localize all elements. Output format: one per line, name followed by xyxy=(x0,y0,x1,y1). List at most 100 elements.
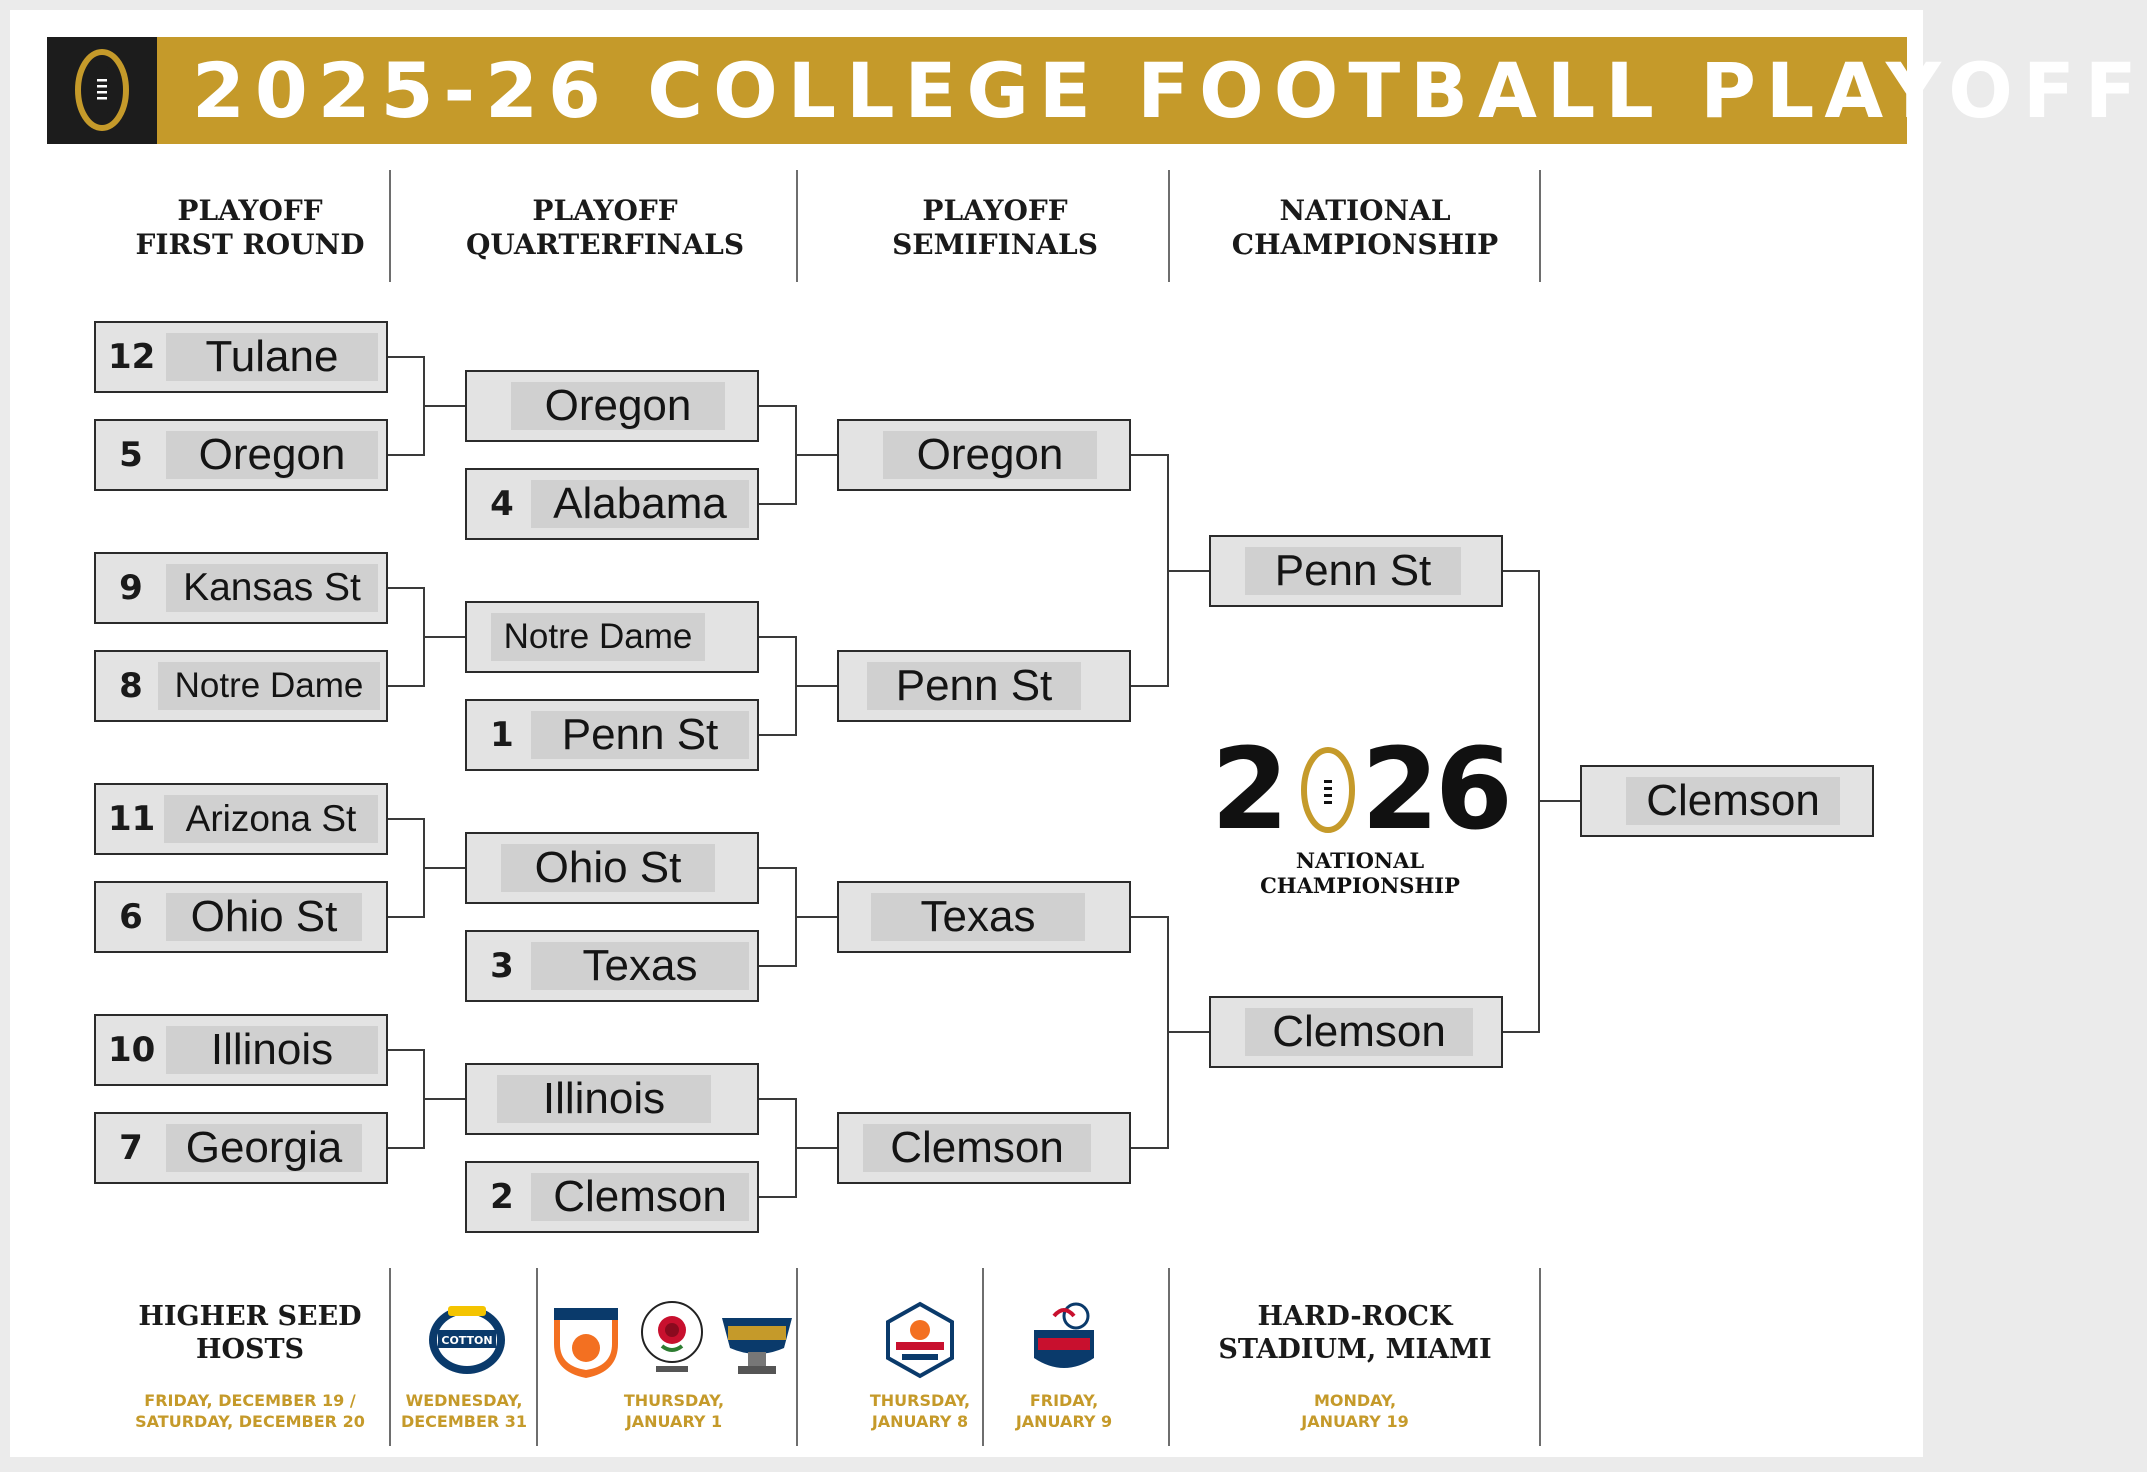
team-name: Notre Dame xyxy=(158,662,380,710)
column-divider xyxy=(1168,170,1170,282)
team-slot-first-round: 10 Illinois xyxy=(94,1014,388,1086)
cotton-bowl-logo-icon: COTTON xyxy=(429,1306,505,1374)
team-slot-quarterfinal: 1 Penn St xyxy=(465,699,759,771)
team-name: Penn St xyxy=(531,711,749,759)
seed-number: 7 xyxy=(119,1128,143,1168)
round-header-semifinals: PLAYOFF SEMIFINALS xyxy=(892,194,1098,261)
team-slot-first-round: 11 Arizona St xyxy=(94,783,388,855)
team-name: Arizona St xyxy=(164,795,378,843)
host-date: FRIDAY, DECEMBER 19 / SATURDAY, DECEMBER… xyxy=(135,1391,365,1431)
orange-bowl-logo-icon xyxy=(554,1308,618,1378)
team-slot-first-round: 5 Oregon xyxy=(94,419,388,491)
team-name: Georgia xyxy=(166,1124,362,1172)
semifinal-date-b: FRIDAY, JANUARY 9 xyxy=(1015,1391,1113,1431)
team-slot-quarterfinal: Oregon xyxy=(465,370,759,442)
team-slot-semifinal: Penn St xyxy=(837,650,1131,722)
team-name: Clemson xyxy=(1245,1008,1473,1056)
final-date: MONDAY, JANUARY 19 xyxy=(1301,1391,1409,1431)
round-header-championship: NATIONAL CHAMPIONSHIP xyxy=(1231,194,1499,261)
year-digit-left: 2 xyxy=(1211,725,1289,855)
team-slot-quarterfinal: Ohio St xyxy=(465,832,759,904)
team-name: Alabama xyxy=(531,480,749,528)
team-name: Oregon xyxy=(883,431,1097,479)
team-slot-quarterfinal: 2 Clemson xyxy=(465,1161,759,1233)
sugar-bowl-logo-icon xyxy=(722,1318,792,1374)
team-slot-semifinal: Clemson xyxy=(837,1112,1131,1184)
team-slot-quarterfinal: 4 Alabama xyxy=(465,468,759,540)
team-slot-semifinal: Texas xyxy=(837,881,1131,953)
host-title: HIGHER SEED HOSTS xyxy=(138,1301,362,1365)
team-slot-first-round: 6 Ohio St xyxy=(94,881,388,953)
team-slot-championship: Penn St xyxy=(1209,535,1503,607)
team-slot-champion: Clemson xyxy=(1580,765,1874,837)
team-name: Oregon xyxy=(166,431,378,479)
column-divider xyxy=(1539,170,1541,282)
page-title: 2025-26 COLLEGE FOOTBALL PLAYOFF xyxy=(192,46,2147,135)
team-name: Kansas St xyxy=(166,564,378,612)
team-slot-first-round: 8 Notre Dame xyxy=(94,650,388,722)
seed-number: 3 xyxy=(490,946,514,986)
team-name: Texas xyxy=(531,942,749,990)
team-name: Ohio St xyxy=(166,893,362,941)
team-slot-semifinal: Oregon xyxy=(837,419,1131,491)
connector-line xyxy=(387,356,425,456)
bracket-card: 2025-26 COLLEGE FOOTBALL PLAYOFF PLAYOFF… xyxy=(10,10,2137,1457)
column-divider xyxy=(796,170,798,282)
championship-logo-label: NATIONAL CHAMPIONSHIP xyxy=(1260,848,1460,898)
column-divider xyxy=(389,1268,391,1446)
team-name: Ohio St xyxy=(501,844,715,892)
team-slot-quarterfinal: 3 Texas xyxy=(465,930,759,1002)
team-name: Illinois xyxy=(497,1075,711,1123)
semifinal-date-a: THURSDAY, JANUARY 8 xyxy=(869,1391,971,1431)
team-name: Notre Dame xyxy=(491,613,705,661)
team-slot-championship: Clemson xyxy=(1209,996,1503,1068)
team-slot-quarterfinal: Illinois xyxy=(465,1063,759,1135)
team-name: Oregon xyxy=(511,382,725,430)
seed-number: 1 xyxy=(490,715,514,755)
connector-line xyxy=(759,1098,797,1198)
seed-number: 5 xyxy=(119,435,143,475)
seed-number: 8 xyxy=(119,666,143,706)
peach-bowl-logo-icon xyxy=(1034,1302,1094,1368)
column-divider xyxy=(796,1268,798,1446)
team-name: Penn St xyxy=(867,662,1081,710)
fiesta-bowl-logo-icon xyxy=(886,1301,954,1379)
team-name: Tulane xyxy=(166,333,378,381)
year-digit-right: 26 xyxy=(1361,725,1513,855)
bracket-connectors xyxy=(387,356,1580,1198)
connector-line xyxy=(387,587,425,687)
seed-number: 9 xyxy=(119,568,143,608)
seed-number: 11 xyxy=(108,799,156,839)
team-name: Clemson xyxy=(531,1173,749,1221)
team-name: Penn St xyxy=(1245,547,1461,595)
column-divider xyxy=(1539,1268,1541,1446)
seed-number: 12 xyxy=(108,337,156,377)
seed-number: 2 xyxy=(490,1177,514,1217)
team-slot-first-round: 7 Georgia xyxy=(94,1112,388,1184)
connector-line xyxy=(1131,916,1169,1149)
team-slot-quarterfinal: Notre Dame xyxy=(465,601,759,673)
column-divider xyxy=(389,170,391,282)
connector-line xyxy=(387,818,425,918)
cfp-trophy-logo-icon xyxy=(75,49,129,131)
team-slot-first-round: 9 Kansas St xyxy=(94,552,388,624)
column-divider xyxy=(982,1268,984,1446)
logo-box xyxy=(47,37,157,144)
column-divider xyxy=(1168,1268,1170,1446)
column-divider xyxy=(536,1268,538,1446)
connector-line xyxy=(1131,454,1169,687)
championship-logo: 2 26 xyxy=(1210,725,1513,890)
round-header-quarterfinals: PLAYOFF QUARTERFINALS xyxy=(465,194,745,261)
team-name: Illinois xyxy=(166,1026,378,1074)
team-name: Clemson xyxy=(863,1124,1091,1172)
connector-line xyxy=(759,636,797,736)
seed-number: 10 xyxy=(108,1030,156,1070)
quarterfinal-date-a: WEDNESDAY, DECEMBER 31 xyxy=(400,1391,528,1431)
seed-number: 4 xyxy=(490,484,514,524)
header-band: 2025-26 COLLEGE FOOTBALL PLAYOFF xyxy=(47,37,2137,144)
connector-line xyxy=(759,405,797,505)
connector-line xyxy=(759,867,797,967)
connector-line xyxy=(387,1049,425,1149)
svg-text:COTTON: COTTON xyxy=(441,1334,492,1347)
rose-bowl-logo-icon xyxy=(641,1301,703,1372)
